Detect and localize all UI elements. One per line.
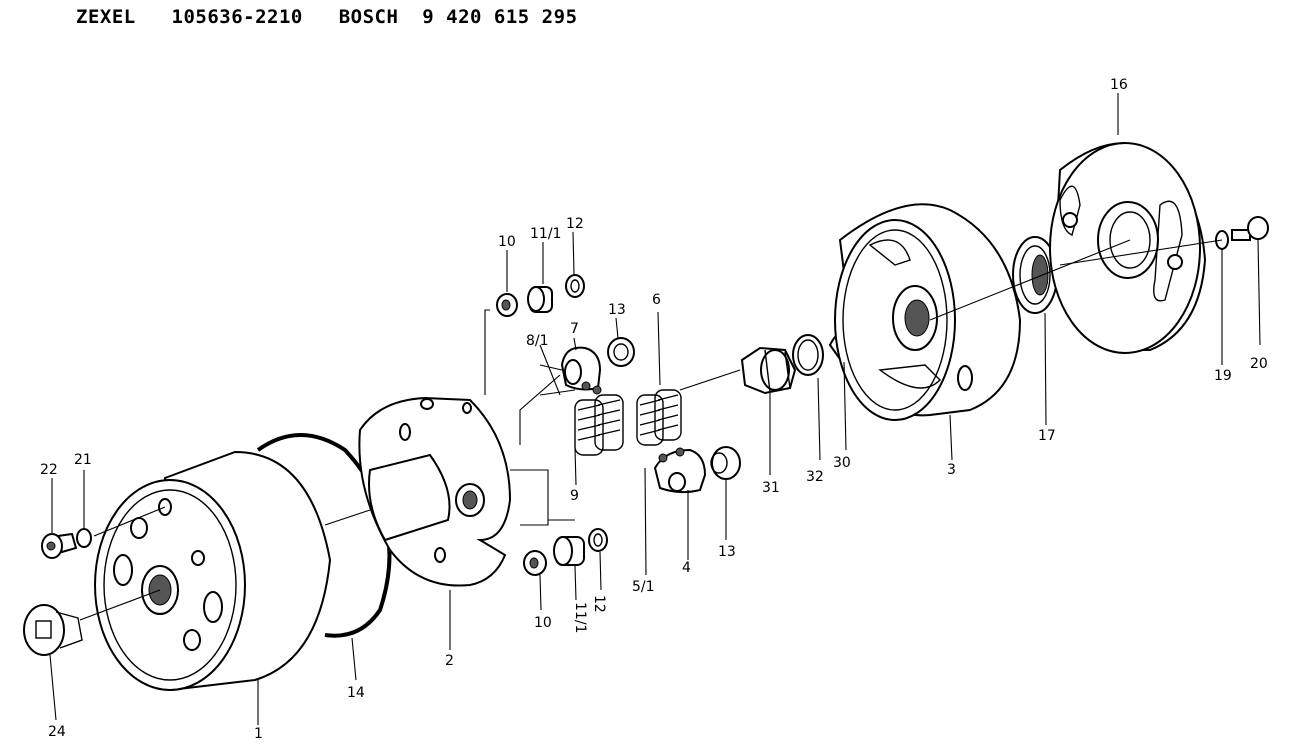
part-21-washer — [76, 528, 92, 548]
callout-24: 24 — [48, 724, 66, 740]
part-12-washer-bottom — [588, 528, 608, 552]
callout-1: 1 — [254, 726, 263, 742]
callout-3: 3 — [947, 462, 956, 478]
callout-30: 30 — [833, 455, 851, 471]
callout-16: 16 — [1110, 77, 1128, 93]
callout-12-bottom: 12 — [591, 595, 607, 613]
part-5-1-pin — [658, 447, 685, 463]
part-22-screw — [41, 532, 78, 559]
part-4-spring-seat-bottom — [653, 448, 707, 494]
callout-4: 4 — [682, 560, 691, 576]
part-13-nut-bottom — [710, 446, 741, 480]
maker-zexel: ZEXEL — [76, 6, 136, 28]
maker-bosch: BOSCH — [338, 6, 399, 28]
drawing-title: ZEXEL 105636-2210 BOSCH 9 420 615 295 — [76, 6, 578, 28]
callout-labels: 1 14 2 3 17 16 19 20 32 30 31 4 5/1 13 1… — [40, 77, 1268, 742]
bosch-part-number: 9 420 615 295 — [422, 6, 578, 28]
callout-10-top: 10 — [498, 234, 516, 250]
callout-8-1: 8/1 — [526, 333, 549, 349]
part-6-springs — [636, 389, 682, 446]
callout-11-1-top: 11/1 — [530, 226, 561, 242]
part-11-1-sleeve-top — [527, 286, 553, 313]
callout-22: 22 — [40, 462, 58, 478]
callout-2: 2 — [445, 653, 454, 669]
part-8-1-pin — [581, 381, 602, 395]
callout-5-1: 5/1 — [632, 579, 655, 595]
callout-11-1-bottom: 11/1 — [572, 602, 588, 633]
part-10-bushing-top — [496, 293, 518, 317]
callout-21: 21 — [74, 452, 92, 468]
part-11-1-sleeve-bottom — [553, 536, 585, 566]
part-16-flange — [1049, 142, 1207, 354]
part-12-washer-top — [565, 274, 585, 298]
callout-31: 31 — [762, 480, 780, 496]
part-13-nut-top — [607, 337, 635, 367]
callout-9: 9 — [570, 488, 579, 504]
callout-17: 17 — [1038, 428, 1056, 444]
part-3-cover — [834, 203, 1022, 421]
part-1-housing — [94, 450, 332, 692]
part-2-hub — [358, 396, 512, 587]
part-7-spring-seat-top — [560, 346, 602, 391]
callout-20: 20 — [1250, 356, 1268, 372]
part-32-ring — [792, 334, 824, 376]
callout-7: 7 — [570, 321, 579, 337]
callout-13-top: 13 — [608, 302, 626, 318]
leader-lines — [79, 239, 1223, 621]
part-31-plug — [740, 346, 797, 395]
callout-6: 6 — [652, 292, 661, 308]
part-20-bolt — [1231, 216, 1269, 241]
part-10-bushing-bottom — [523, 550, 547, 576]
callout-14: 14 — [347, 685, 365, 701]
part-17-bearing — [1012, 236, 1058, 314]
callout-13-bottom: 13 — [718, 544, 736, 560]
callout-32: 32 — [806, 469, 824, 485]
callout-12-top: 12 — [566, 216, 584, 232]
callout-19: 19 — [1214, 368, 1232, 384]
callout-ticks — [49, 93, 1261, 725]
part-9-springs — [574, 394, 624, 456]
part-24-plug — [23, 604, 83, 656]
zexel-part-number: 105636-2210 — [171, 6, 303, 28]
callout-10-bottom: 10 — [534, 615, 552, 631]
